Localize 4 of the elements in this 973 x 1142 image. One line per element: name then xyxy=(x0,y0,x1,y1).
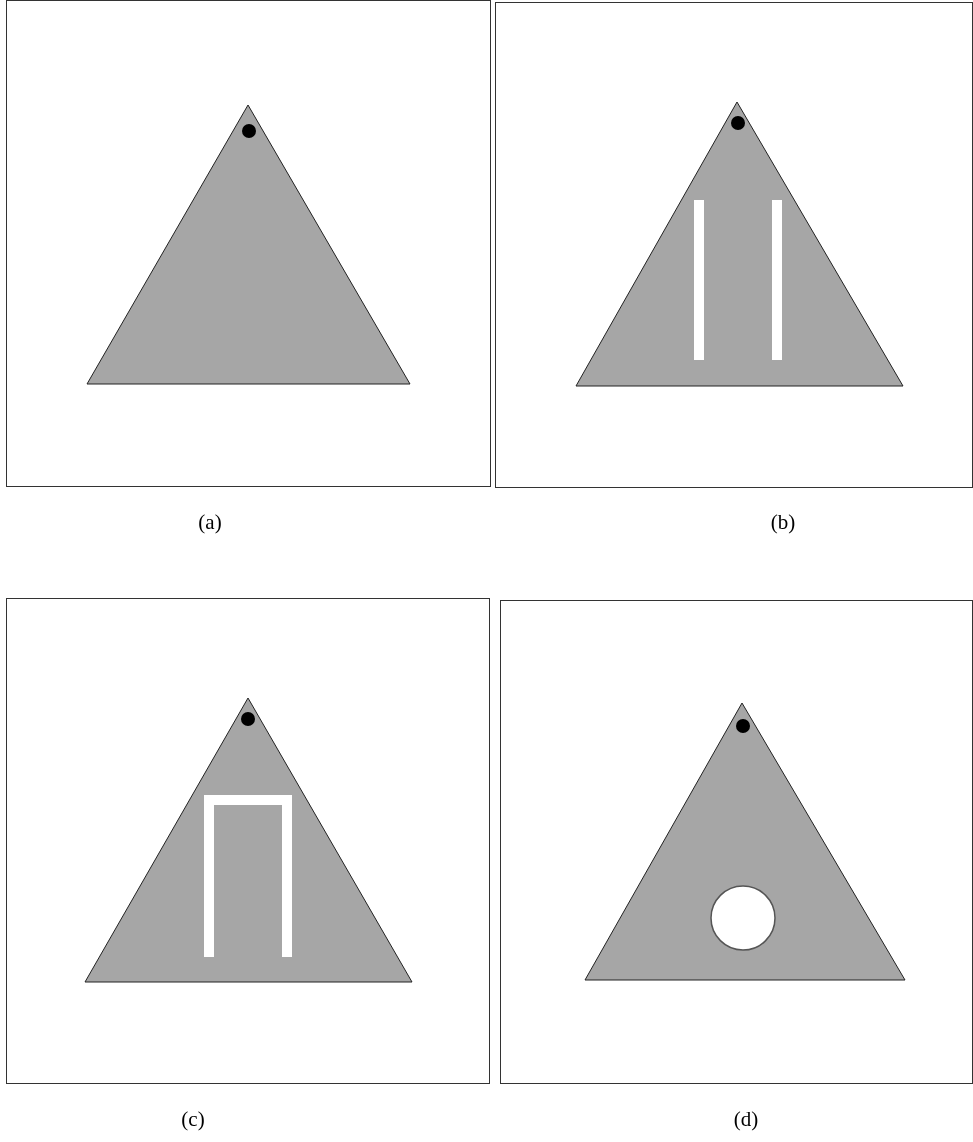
panel-label: (a) xyxy=(198,510,222,535)
panel-label: (c) xyxy=(181,1107,205,1132)
panel-label: (d) xyxy=(733,1107,759,1132)
panel-label: (b) xyxy=(770,510,796,535)
